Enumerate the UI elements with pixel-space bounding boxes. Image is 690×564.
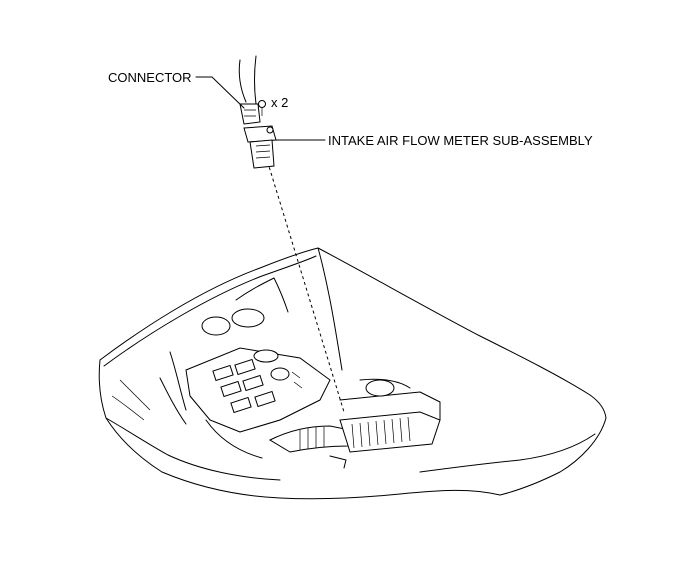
connector-icon [238, 55, 261, 125]
intake-air-flow-meter-label: INTAKE AIR FLOW METER SUB-ASSEMBLY [328, 133, 593, 148]
connector-callout-line [195, 76, 245, 109]
engine-cover [185, 347, 331, 433]
location-leader-line [263, 149, 345, 413]
engine-parts [159, 308, 411, 469]
air-intake-duct [268, 391, 441, 453]
screw-count-label: x 2 [271, 95, 289, 110]
hood-outline [99, 247, 607, 496]
screw-icon [258, 100, 266, 116]
air-flow-meter-icon [243, 125, 277, 169]
body-lines [98, 359, 596, 500]
connector-label: CONNECTOR [108, 70, 192, 85]
